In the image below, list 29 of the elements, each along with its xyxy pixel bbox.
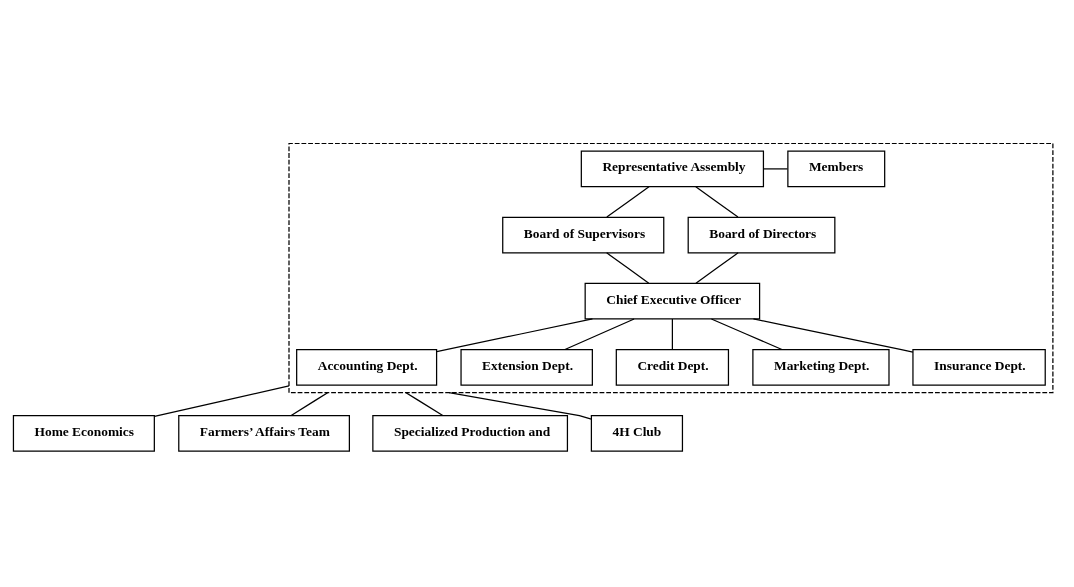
connector [448, 392, 592, 420]
node-box: Accounting Dept. [296, 348, 438, 386]
connector [710, 318, 783, 351]
node-box: Farmers’ Affairs Team [178, 415, 350, 452]
connector [671, 318, 673, 350]
connector [695, 186, 739, 218]
node-box: Representative Assembly [580, 150, 765, 188]
node-box: Board of Directors [687, 216, 836, 254]
connector [695, 252, 739, 284]
node-box: Extension Dept. [460, 348, 593, 386]
node-box: Home Economics [12, 415, 155, 452]
node-box: Specialized Production and [372, 415, 569, 452]
connector [752, 318, 914, 353]
connector [405, 392, 444, 417]
node-box: Insurance Dept. [912, 348, 1046, 386]
cluster [288, 142, 1054, 394]
connector [606, 252, 650, 284]
connector [290, 392, 329, 417]
connector [153, 385, 290, 418]
node-box: Members [787, 150, 886, 188]
node-box: 4H Club [590, 415, 684, 452]
connector [564, 318, 635, 351]
node-box: Marketing Dept. [752, 348, 890, 386]
connector [606, 186, 650, 218]
node-box: Credit Dept. [615, 348, 730, 386]
node-box: Chief Executive Officer [584, 282, 761, 320]
node-box: Board of Supervisors [502, 216, 665, 254]
connector [436, 318, 594, 353]
connector [762, 168, 789, 170]
